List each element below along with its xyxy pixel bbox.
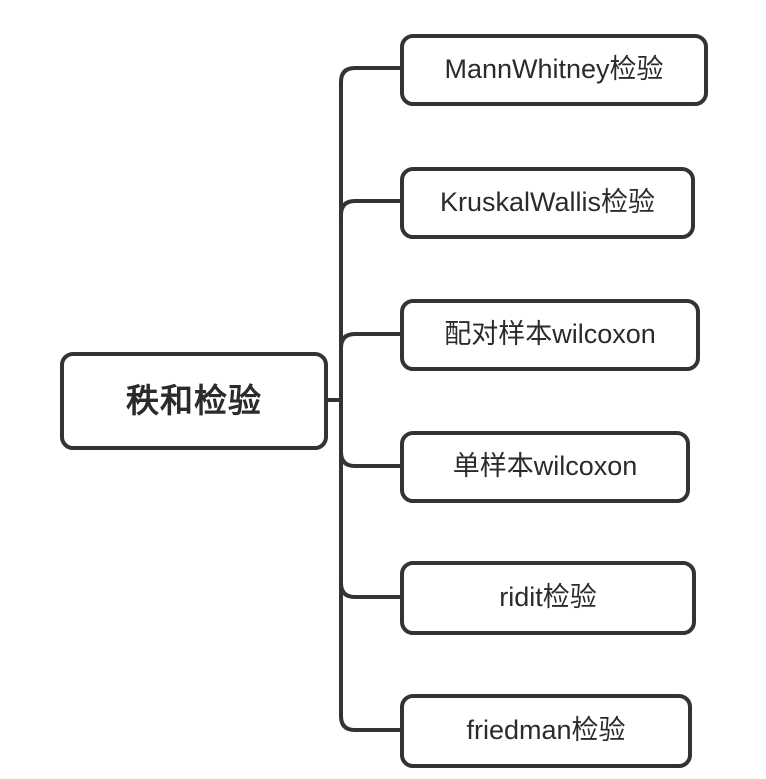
branch-connector-mannwhitney [339,66,402,84]
child-node-label: friedman检验 [466,715,626,746]
child-node-label: KruskalWallis检验 [439,187,656,218]
child-node-friedman[interactable]: friedman检验 [400,694,692,768]
child-node-label: MannWhitney检验 [444,54,664,85]
branch-connector-friedman [339,714,402,732]
child-node-ridit[interactable]: ridit检验 [400,561,696,635]
root-node-label: 秩和检验 [126,382,262,420]
child-node-mannwhitney[interactable]: MannWhitney检验 [400,34,708,106]
child-node-kruskalwallis[interactable]: KruskalWallis检验 [400,167,695,239]
child-node-label: 单样本wilcoxon [452,451,638,482]
child-node-label: 配对样本wilcoxon [444,319,656,350]
child-node-paired-wilcoxon[interactable]: 配对样本wilcoxon [400,299,700,371]
branch-connector-one-sample-wilcoxon [339,450,402,468]
child-node-one-sample-wilcoxon[interactable]: 单样本wilcoxon [400,431,690,503]
branch-connector-ridit [339,581,402,599]
root-node[interactable]: 秩和检验 [60,352,328,450]
branch-connector-paired-wilcoxon [339,332,402,350]
child-node-label: ridit检验 [499,582,597,613]
branch-connector-kruskalwallis [339,199,402,217]
